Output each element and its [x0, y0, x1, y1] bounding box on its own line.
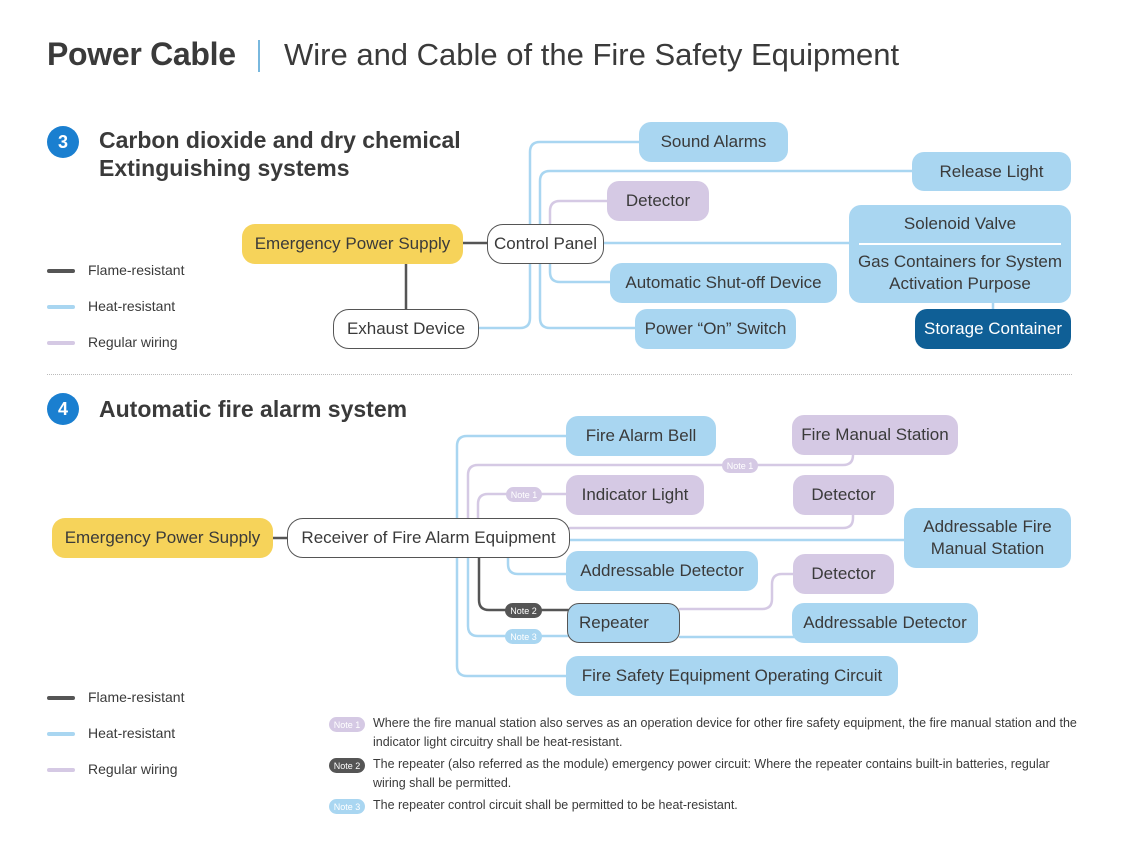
section-3-title: Carbon dioxide and dry chemical Extingui…: [99, 126, 461, 182]
s4-legend-flame-line: [47, 696, 75, 700]
s3-control-panel: Control Panel: [487, 224, 604, 264]
s3-legend-heat: Heat-resistant: [88, 298, 176, 314]
s4-note3-pill: Note 3: [505, 629, 542, 644]
note3-text: The repeater control circuit shall be pe…: [373, 798, 738, 812]
section-4-badge: 4: [47, 393, 79, 425]
title-separator: [258, 40, 260, 72]
s4-addressable-detector-1: Addressable Detector: [566, 551, 758, 591]
s3-legend-flame-line: [47, 269, 75, 273]
s4-operating-circuit: Fire Safety Equipment Operating Circuit: [566, 656, 898, 696]
s4-legend-regular: Regular wiring: [88, 761, 178, 777]
note3-label: Note 3: [329, 799, 365, 814]
s3-legend-regular: Regular wiring: [88, 334, 178, 350]
s4-addressable-detector-2: Addressable Detector: [792, 603, 978, 643]
s4-legend-flame: Flame-resistant: [88, 689, 185, 705]
s3-solenoid-valve-group: Solenoid Valve Gas Containers for System…: [849, 205, 1071, 303]
note2-text: The repeater (also referred as the modul…: [373, 757, 1050, 790]
section-divider: [47, 374, 1072, 375]
s3-automatic-shutoff-device: Automatic Shut-off Device: [610, 263, 837, 303]
s3-sound-alarms: Sound Alarms: [639, 122, 788, 162]
s4-detector-1: Detector: [793, 475, 894, 515]
note2-label: Note 2: [329, 758, 365, 773]
s3-legend-heat-line: [47, 305, 75, 309]
s4-fire-manual-station: Fire Manual Station: [792, 415, 958, 455]
s3-legend-regular-line: [47, 341, 75, 345]
page-title: Power Cable: [47, 36, 236, 72]
s4-note1-pill-a: Note 1: [722, 458, 758, 473]
s3-power-on-switch: Power “On” Switch: [635, 309, 796, 349]
s3-release-light: Release Light: [912, 152, 1071, 191]
s3-exhaust-device: Exhaust Device: [333, 309, 479, 349]
s3-storage-container: Storage Container: [915, 309, 1071, 349]
s4-fire-alarm-bell: Fire Alarm Bell: [566, 416, 716, 456]
page-subtitle: Wire and Cable of the Fire Safety Equipm…: [284, 37, 900, 72]
s3-solenoid-valve: Solenoid Valve: [903, 214, 1017, 233]
s4-note1-pill-b: Note 1: [506, 487, 542, 502]
s4-detector-2: Detector: [793, 554, 894, 594]
s4-legend-regular-line: [47, 768, 75, 772]
s4-emergency-power-supply: Emergency Power Supply: [52, 518, 273, 558]
note1-label: Note 1: [329, 717, 365, 732]
s4-note2-pill: Note 2: [505, 603, 542, 618]
s4-receiver: Receiver of Fire Alarm Equipment: [287, 518, 570, 558]
s4-legend-heat: Heat-resistant: [88, 725, 176, 741]
s3-legend-flame: Flame-resistant: [88, 262, 185, 278]
s4-repeater: Repeater: [567, 603, 680, 643]
note1-text: Where the fire manual station also serve…: [373, 716, 1077, 749]
s4-legend-heat-line: [47, 732, 75, 736]
s3-gas-containers: Gas Containers for System Activation Pur…: [857, 252, 1063, 293]
section-3-badge: 3: [47, 126, 79, 158]
s3-solenoid-divider: [859, 243, 1061, 245]
section-3-title-line2: Extinguishing systems: [99, 155, 350, 181]
s3-detector: Detector: [607, 181, 709, 221]
s3-emergency-power-supply: Emergency Power Supply: [242, 224, 463, 264]
s4-addressable-fire-manual-station: Addressable Fire Manual Station: [904, 508, 1071, 568]
s4-indicator-light: Indicator Light: [566, 475, 704, 515]
section-4-title: Automatic fire alarm system: [99, 396, 408, 422]
section-3-title-line1: Carbon dioxide and dry chemical: [99, 127, 461, 153]
